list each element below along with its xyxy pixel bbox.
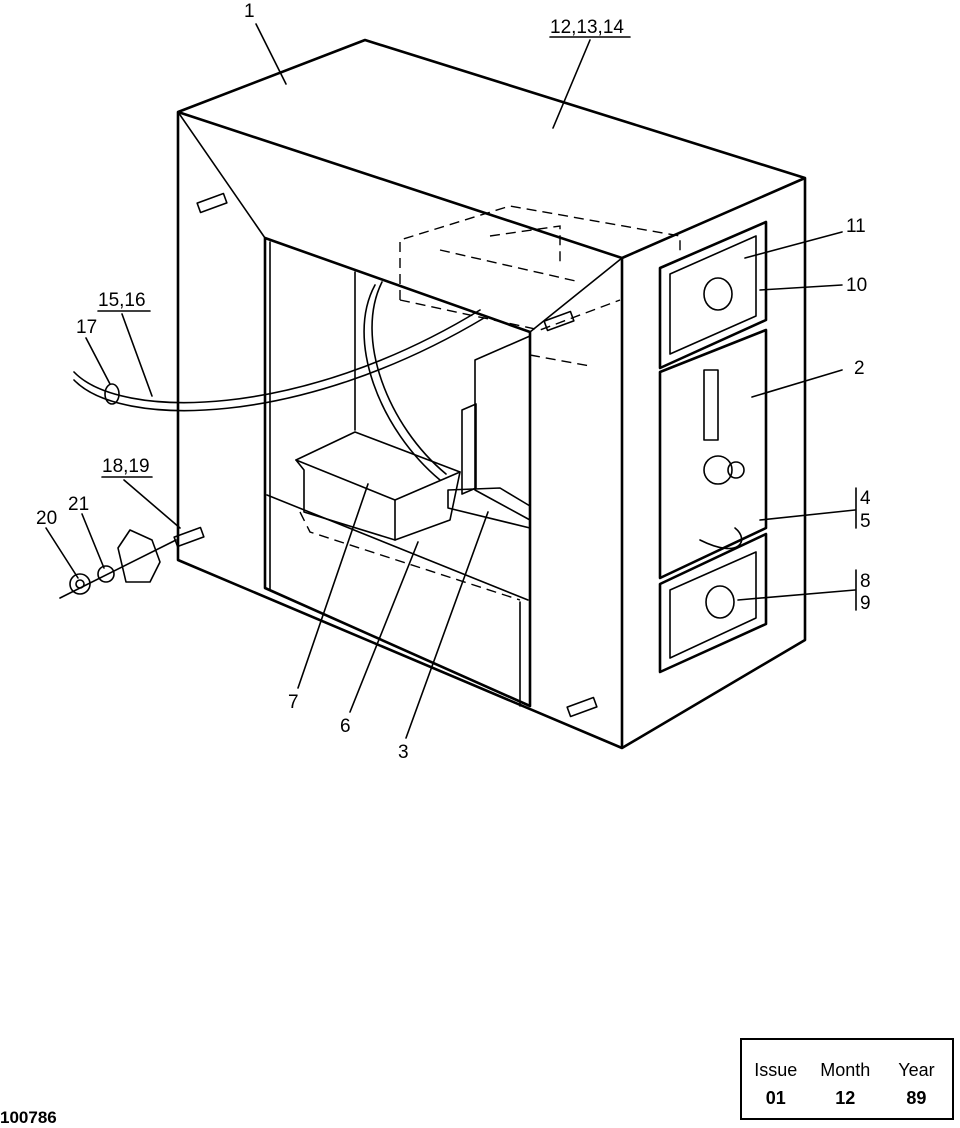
- callout-6: 6: [340, 716, 351, 737]
- callout-7: 7: [288, 692, 299, 713]
- callout-10: 10: [846, 275, 867, 296]
- callout-11: 11: [846, 216, 866, 237]
- callout-4: 4: [860, 488, 871, 509]
- callout-5: 5: [860, 511, 871, 532]
- coin-mechanism: [447, 335, 531, 529]
- callout-3: 3: [398, 742, 409, 763]
- year-label: Year: [898, 1060, 935, 1080]
- issue-value: 01: [765, 1088, 786, 1108]
- callout-18-19: 18,19: [102, 456, 150, 477]
- callout-2: 2: [854, 358, 865, 379]
- callout-1: 1: [244, 1, 255, 22]
- revision-header: Issue Month Year: [742, 1060, 952, 1081]
- year-value: 89: [906, 1088, 927, 1108]
- door-panels: [658, 220, 768, 674]
- hidden-top-assembly: [299, 205, 681, 601]
- revision-box: Issue Month Year 01 12 89: [740, 1038, 954, 1120]
- month-value: 12: [835, 1088, 856, 1108]
- coin-tray: [295, 431, 461, 541]
- callout-21: 21: [68, 494, 89, 515]
- fastener-hardware: [59, 529, 177, 599]
- leader-lines: [45, 23, 857, 739]
- cable-assembly: [73, 281, 485, 481]
- callout-9: 9: [860, 593, 871, 614]
- cabinet-housing: [176, 38, 807, 750]
- callout-17: 17: [76, 317, 97, 338]
- issue-label: Issue: [754, 1060, 798, 1080]
- callout-20: 20: [36, 508, 57, 529]
- callout-12-13-14: 12,13,14: [550, 17, 624, 38]
- drawing-number: 100786: [0, 1108, 57, 1127]
- callout-8: 8: [860, 571, 871, 592]
- revision-values: 01 12 89: [742, 1088, 952, 1109]
- month-label: Month: [820, 1060, 871, 1080]
- mounting-studs: [173, 192, 598, 718]
- callout-15-16: 15,16: [98, 290, 146, 311]
